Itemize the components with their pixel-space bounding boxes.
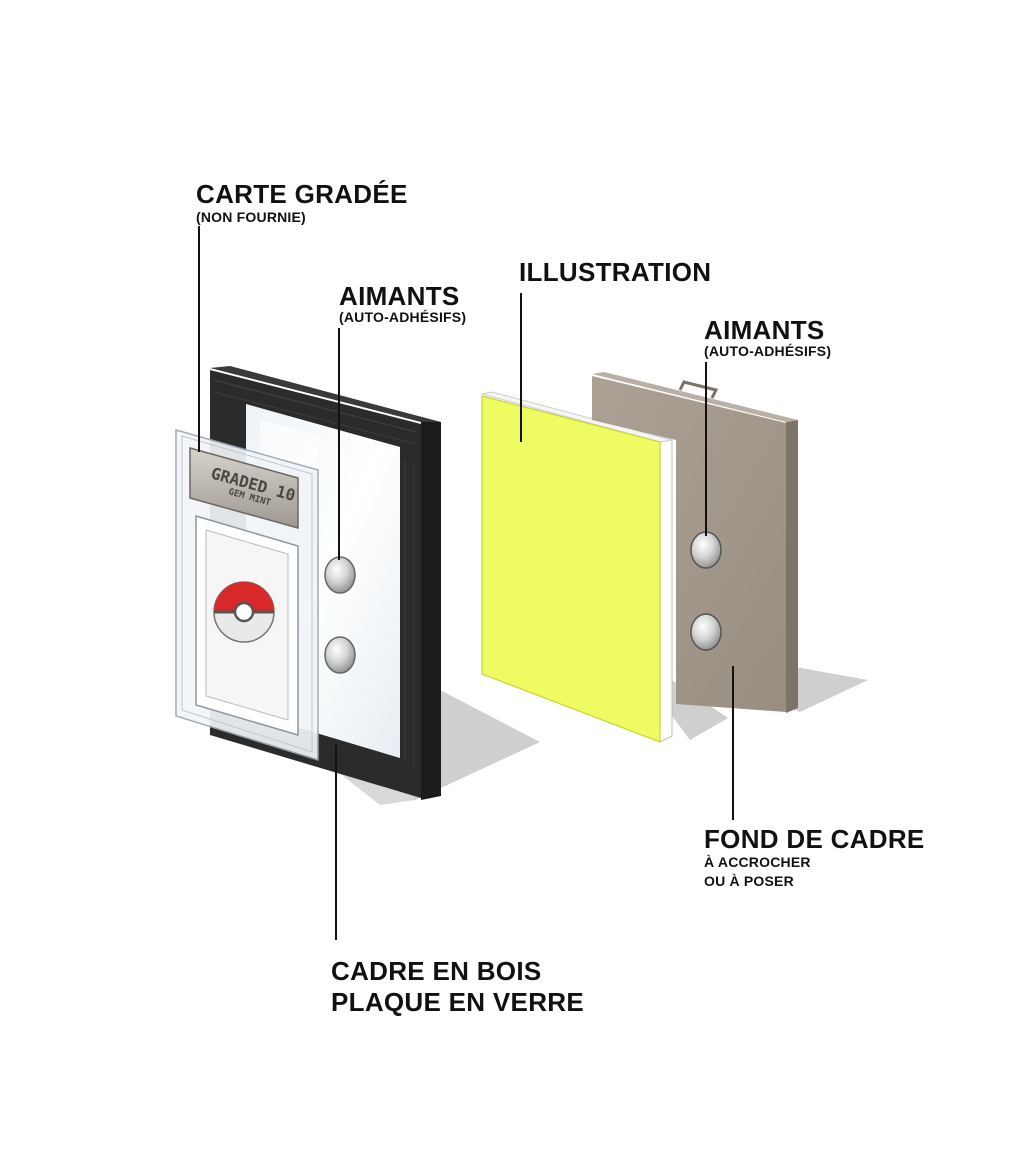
label-fond-title: FOND DE CADRE xyxy=(704,824,925,854)
label-aimants-right-title: AIMANTS xyxy=(704,315,825,345)
label-fond-sub1: À ACCROCHER xyxy=(704,854,811,870)
backboard xyxy=(592,372,798,713)
magnet-icon xyxy=(690,531,722,651)
label-aimants-left-sub: (AUTO-ADHÉSIFS) xyxy=(339,309,467,325)
label-aimants-left-title: AIMANTS xyxy=(339,281,460,311)
label-cadre-line2: PLAQUE EN VERRE xyxy=(331,987,584,1017)
label-fond-sub2: OU À POSER xyxy=(704,873,794,889)
label-cadre-line1: CADRE EN BOIS xyxy=(331,956,542,986)
label-carte-sub: (NON FOURNIE) xyxy=(196,209,306,225)
graded-card-slab: GRADED 10 GEM MINT xyxy=(175,429,319,762)
illustration-sheet xyxy=(481,391,673,743)
magnet-icon xyxy=(324,556,356,674)
label-illustration-title: ILLUSTRATION xyxy=(519,257,712,287)
label-aimants-right-sub: (AUTO-ADHÉSIFS) xyxy=(704,343,832,359)
label-carte-title: CARTE GRADÉE xyxy=(196,179,408,209)
pokeball-icon xyxy=(213,581,275,643)
